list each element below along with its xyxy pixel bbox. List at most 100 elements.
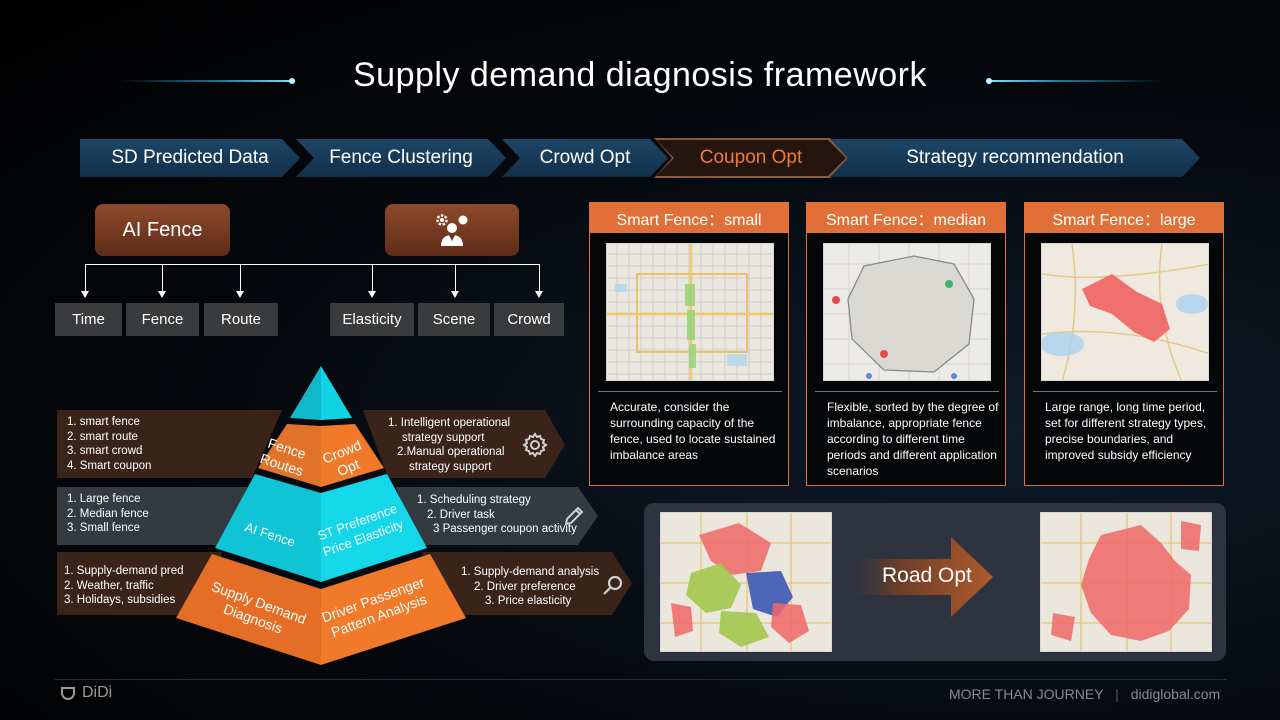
title-decor-dot-right (986, 78, 992, 84)
list-item: strategy support (409, 460, 492, 473)
right-panel-scheduling: 1. Scheduling strategy 2. Driver task 3 … (417, 493, 577, 537)
arrow-down-icon (368, 291, 376, 298)
title-decor-right (988, 80, 1163, 82)
tree-connector (162, 264, 163, 294)
ai-fence-label: AI Fence (122, 218, 203, 241)
pyramid-middle-left (215, 474, 321, 582)
ai-fence-box: AI Fence (95, 204, 230, 256)
pencil-icon (564, 506, 584, 526)
card-divider (598, 391, 782, 392)
footer-divider (55, 679, 1227, 680)
tree-connector (85, 264, 86, 294)
footer-site: didiglobal.com (1130, 686, 1221, 702)
process-step-label: Coupon Opt (699, 147, 803, 168)
arrow-right-icon (843, 537, 993, 617)
footer-tagline: MORE THAN JOURNEY | didiglobal.com (949, 686, 1220, 702)
list-item: 2. smart route (67, 430, 138, 443)
list-item: 3. Small fence (67, 522, 140, 534)
right-panel-analysis: 1. Supply-demand analysis 2. Driver pref… (461, 565, 599, 609)
pyramid-bottom-right (321, 554, 466, 665)
factor-fence: Fence (126, 303, 199, 336)
page-title: Supply demand diagnosis framework (352, 56, 927, 94)
footer-slogan: MORE THAN JOURNEY (949, 686, 1104, 702)
list-item: 1. Large fence (67, 493, 141, 505)
map-image-small (606, 243, 774, 381)
right-panel-1-bg (363, 410, 565, 478)
right-panel-operational: 1. Intelligent operational strategy supp… (388, 416, 510, 474)
factor-time: Time (55, 303, 122, 336)
card-title: Smart Fence：large (1025, 203, 1223, 233)
didi-logo: DiDi (60, 684, 112, 702)
user-profile-box (385, 204, 519, 256)
road-map-after (1040, 512, 1212, 652)
left-panel-inputs: 1. Supply-demand pred 2. Weather, traffi… (64, 564, 184, 608)
left-panel-2-bg (57, 487, 248, 545)
list-item: 2. Median fence (67, 507, 149, 520)
arrow-down-icon (535, 291, 543, 298)
list-item: 2.Manual operational (397, 446, 505, 458)
user-gear-icon (436, 214, 468, 246)
process-step-coupon-opt: Coupon Opt (656, 140, 846, 176)
card-smart-fence-median: Smart Fence：median Flexible, sorted by t… (806, 202, 1006, 486)
footer-separator: | (1115, 686, 1119, 702)
road-map-before (660, 512, 832, 652)
title-decor-left (120, 80, 295, 82)
list-item: 1. smart fence (67, 416, 140, 428)
list-item: 2. Driver task (427, 508, 495, 521)
factor-route: Route (204, 303, 278, 336)
left-panel-3-bg (57, 552, 222, 615)
card-divider (815, 391, 999, 392)
list-item: 1. Scheduling strategy (417, 494, 531, 506)
road-opt-label: Road Opt (882, 564, 972, 587)
pyramid-apex-left (290, 366, 321, 420)
list-item: 1. Supply-demand analysis (461, 566, 600, 578)
card-description: Flexible, sorted by the degree of imbala… (827, 400, 999, 478)
list-item: 1. Supply-demand pred (64, 565, 184, 577)
list-item: 1. Intelligent operational (388, 417, 511, 429)
process-step-sd-predicted-data: SD Predicted Data (80, 139, 300, 177)
process-step-fence-clustering: Fence Clustering (296, 139, 506, 177)
card-title: Smart Fence：small (590, 203, 788, 233)
left-panel-strategies: 1. smart fence 2. smart route 3. smart c… (67, 415, 151, 473)
list-item: 3. Holidays, subsidies (64, 594, 176, 606)
process-step-label: Fence Clustering (329, 147, 473, 168)
tree-connector (539, 264, 540, 294)
card-description: Large range, long time period, set for d… (1045, 400, 1207, 462)
factor-elasticity: Elasticity (330, 303, 414, 336)
card-divider (1033, 391, 1217, 392)
list-item: strategy support (402, 431, 485, 444)
arrow-down-icon (451, 291, 459, 298)
brand-name: DiDi (82, 684, 113, 701)
list-item: 2. Weather, traffic (64, 579, 154, 592)
didi-logo-icon (61, 687, 75, 700)
process-step-strategy-recommendation: Strategy recommendation (830, 139, 1200, 177)
factor-scene: Scene (418, 303, 490, 336)
list-item: 3 Passenger coupon activity (433, 523, 577, 535)
arrow-down-icon (81, 291, 89, 298)
title-decor-dot-left (289, 78, 295, 84)
card-title: Smart Fence：median (807, 203, 1005, 233)
factor-crowd: Crowd (494, 303, 564, 336)
process-step-label: Strategy recommendation (906, 147, 1124, 168)
card-description: Accurate, consider the surrounding capac… (610, 400, 776, 462)
gear-icon (522, 432, 548, 458)
pyramid-top-right (321, 424, 384, 487)
tree-connector (85, 264, 540, 265)
card-smart-fence-small: Smart Fence：small Accurate, consider the… (589, 202, 789, 486)
list-item: 4. Smart coupon (67, 459, 152, 472)
right-panel-2-bg (396, 487, 598, 545)
right-panel-3-bg (422, 552, 632, 615)
arrow-down-icon (158, 291, 166, 298)
process-step-label: Crowd Opt (539, 147, 631, 168)
pyramid-top-left (258, 424, 321, 487)
pyramid-bottom-left (176, 554, 321, 665)
tree-connector (455, 264, 456, 294)
magnifier-icon (603, 575, 623, 595)
map-image-median (823, 243, 991, 381)
tree-connector (372, 264, 373, 294)
pyramid-middle-right (321, 474, 427, 582)
process-step-label: SD Predicted Data (111, 147, 269, 168)
